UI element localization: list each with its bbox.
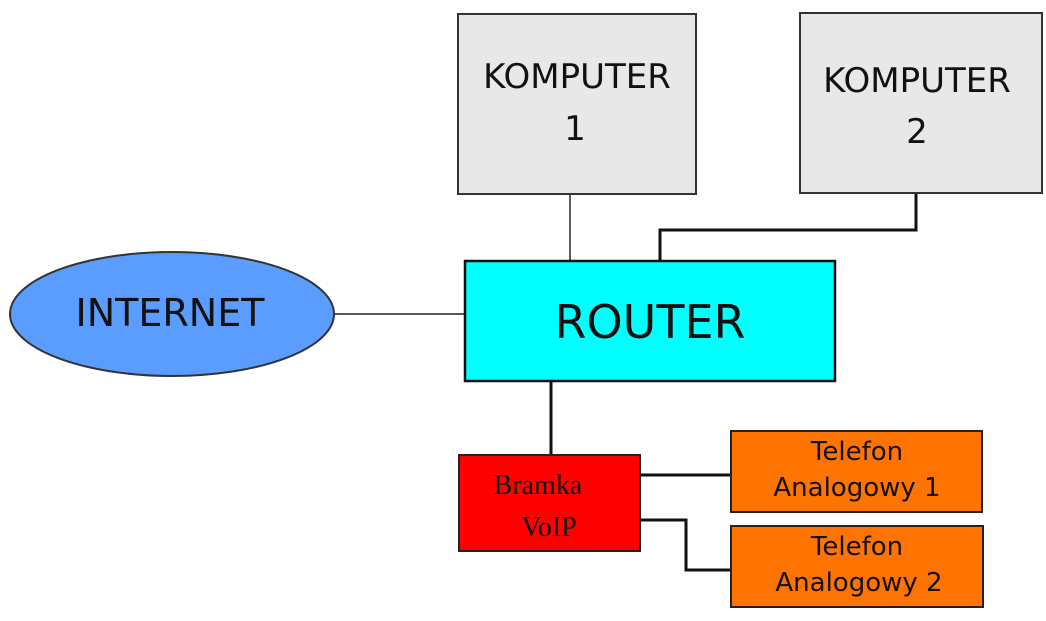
analog-phone-2-node: Telefon Analogowy 2	[730, 525, 984, 608]
internet-node: INTERNET	[9, 251, 335, 377]
computer-1-label-line2: 1	[564, 109, 586, 149]
analog-phone-1-label-line2: Analogowy 1	[773, 473, 940, 503]
voip-gateway-label-line1: Bramka	[494, 470, 583, 501]
computer-2-node: KOMPUTER 2	[799, 12, 1043, 194]
computer-2-label-line1: KOMPUTER	[823, 61, 1011, 101]
edge-voip-phone2	[640, 518, 732, 572]
analog-phone-1-node: Telefon Analogowy 1	[730, 430, 983, 513]
computer-1-node: KOMPUTER 1	[457, 13, 697, 195]
router-node: ROUTER	[463, 259, 837, 383]
computer-1-label-line1: KOMPUTER	[483, 57, 671, 97]
analog-phone-2-label-line1: Telefon	[810, 532, 903, 562]
router-label: ROUTER	[555, 295, 746, 349]
internet-label: INTERNET	[76, 291, 266, 335]
analog-phone-1-label-line1: Telefon	[810, 437, 903, 467]
voip-gateway-node: Bramka VoIP	[458, 454, 641, 552]
voip-gateway-label-line2: VoIP	[521, 512, 577, 543]
computer-2-label-line2: 2	[906, 112, 928, 152]
analog-phone-2-label-line2: Analogowy 2	[775, 568, 942, 598]
edge-computer2-router	[658, 193, 918, 261]
